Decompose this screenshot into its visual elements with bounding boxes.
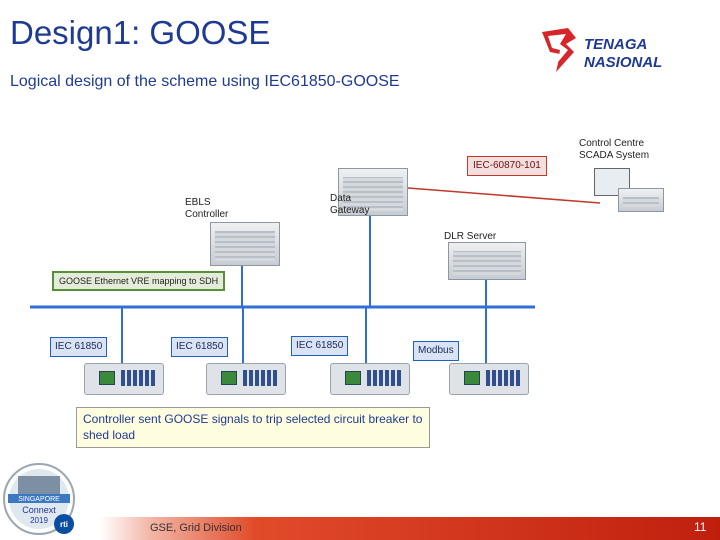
page-number: 11 xyxy=(694,520,707,534)
ebls-label-line2: Controller xyxy=(185,209,229,220)
connext-2019-badge: SINGAPORE Connext 2019 rti xyxy=(3,463,75,535)
page-subtitle: Logical design of the scheme using IEC61… xyxy=(10,73,400,90)
ebls-label-line1: EBLS xyxy=(185,197,211,208)
iec-61850-tag-1: IEC 61850 xyxy=(50,337,108,357)
iec-60870-101-tag: IEC-60870-101 xyxy=(467,156,547,176)
badge-text-line2: Connext xyxy=(22,505,56,515)
control-centre-label-line2: SCADA System xyxy=(579,150,650,161)
data-gateway-label-line2: Gateway xyxy=(330,205,370,216)
control-centre-label: Control Centre SCADA System xyxy=(579,138,649,162)
dlr-server-label: DLR Server xyxy=(444,231,497,242)
ebls-controller-label: EBLS Controller xyxy=(185,197,228,221)
tnb-emblem-icon xyxy=(542,28,576,72)
footer-text: GSE, Grid Division xyxy=(150,522,242,534)
control-centre-label-line1: Control Centre xyxy=(579,138,645,149)
data-gateway-label-line1: Data xyxy=(330,193,352,204)
callout-note: Controller sent GOOSE signals to trip se… xyxy=(76,407,430,448)
modbus-tag: Modbus xyxy=(413,341,459,361)
protection-relay-1-icon xyxy=(84,363,164,395)
skyline-icon xyxy=(18,476,60,496)
scada-workstation xyxy=(588,166,664,214)
logo-text-line2: NASIONAL xyxy=(584,54,662,71)
goose-mapping-tag: GOOSE Ethernet VRE mapping to SDH xyxy=(52,271,226,291)
protection-relay-4-icon xyxy=(449,363,529,395)
dlr-server-icon xyxy=(448,242,526,280)
iec-61850-tag-2: IEC 61850 xyxy=(171,337,229,357)
protection-relay-3-icon xyxy=(330,363,410,395)
badge-text-line4: rti xyxy=(60,520,68,529)
data-gateway-label: Data Gateway xyxy=(330,193,369,217)
iec-61850-tag-3: IEC 61850 xyxy=(291,336,349,356)
tenaga-nasional-logo: TENAGA NASIONAL xyxy=(542,28,662,72)
page-title: Design1: GOOSE xyxy=(10,14,271,51)
badge-text-line3: 2019 xyxy=(30,516,48,525)
scada-server-icon xyxy=(618,188,664,212)
logo-text-line1: TENAGA xyxy=(584,36,647,53)
scada-link-line xyxy=(407,187,601,204)
footer-bar xyxy=(100,517,720,540)
ebls-controller-icon xyxy=(210,222,280,266)
data-gateway-server-icon xyxy=(338,168,408,216)
badge-text-line1: SINGAPORE xyxy=(18,496,60,503)
protection-relay-2-icon xyxy=(206,363,286,395)
